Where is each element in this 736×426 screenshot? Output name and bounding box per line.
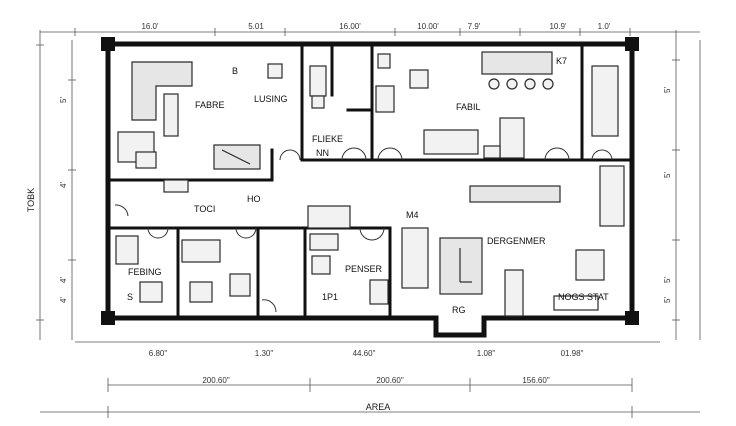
room-label-rg: RG [452,305,466,315]
side-mark: 5' [663,172,672,178]
room-label-s: S [127,292,133,302]
left-dimension-label: TOBK [26,188,36,212]
top-dimension-lines [40,28,700,36]
room-label-sign: NOGS STAT [558,292,609,302]
door-arcs [114,147,613,313]
room-label-febing: FEBING [128,267,162,277]
footer-area-label: AREA [366,402,391,412]
room-label-flieke: FLIEKE [312,134,343,144]
top-dimension: 1.0' [598,22,611,31]
room-label-fabil: FABIL [456,102,481,112]
bottom-dimension: 200.60" [376,376,403,385]
top-dimension: 5.01 [248,22,264,31]
bottom-dimension: 6.80" [149,349,168,358]
bottom-dimension-labels-row1: 6.80" 1.30" 44.60" 1.08" 01.98" [149,349,584,358]
side-mark: 5' [59,97,68,103]
bottom-dimension-lines [40,341,700,418]
bottom-dimension: 1.08" [477,349,496,358]
room-label-fabre: FABRE [195,100,225,110]
room-label-p1: 1P1 [322,292,338,302]
room-label-m4: M4 [406,210,419,220]
left-dimension-lines [36,30,76,340]
side-mark: 5' [663,297,672,303]
room-label-degenmer: DERGENMER [487,236,546,246]
side-mark: 5' [663,87,672,93]
right-dimension-lines [672,30,701,340]
side-mark: 4' [59,297,68,303]
side-marks-right: 5' 5' 5' 5' [663,87,672,303]
bottom-dimension: 1.30" [255,349,274,358]
room-label-ho: HO [247,194,261,204]
room-label-nn: NN [316,148,329,158]
top-dimension: 10.9' [549,22,567,31]
fixtures [115,51,625,317]
side-mark: 4' [59,277,68,283]
top-dimension: 16.0' [141,22,159,31]
top-dimension: 16.00' [339,22,361,31]
bottom-dimension: 200.60" [202,376,229,385]
bottom-dimension: 156.60" [522,376,549,385]
bottom-dimension: 44.60" [353,349,376,358]
top-dimension-labels: 16.0' 5.01 16.00' 10.00' 7.9' 10.9' 1.0' [141,22,610,31]
room-label-k7: K7 [556,56,567,66]
corner-columns [101,37,639,325]
room-labels: FABRE LUSING FABIL FLIEKE NN B K7 TOCI H… [127,56,609,315]
room-label-toci: TOCI [194,204,215,214]
room-label-penser: PENSER [345,264,383,274]
top-dimension: 7.9' [468,22,481,31]
bottom-dimension: 01.98" [561,349,584,358]
side-mark: 5' [663,277,672,283]
top-dimension: 10.00' [417,22,439,31]
bottom-dimension-labels-row2: 200.60" 200.60" 156.60" [202,376,549,385]
side-mark: 4' [59,182,68,188]
side-marks-left: 5' 4' 4' 4' [59,97,68,303]
room-label-b: B [232,66,238,76]
room-label-lusing: LUSING [254,94,288,104]
